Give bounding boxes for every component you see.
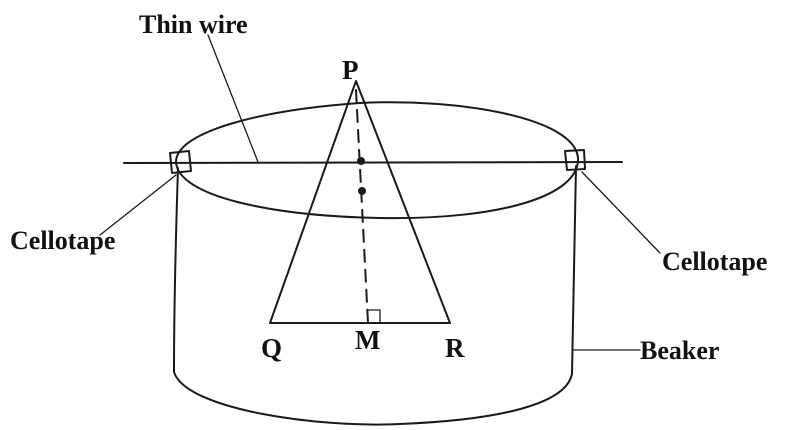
label-vertex-q: Q xyxy=(261,333,282,363)
leader-cellotape-right xyxy=(581,171,661,254)
leader-cellotape-left xyxy=(99,174,177,236)
label-thin-wire: Thin wire xyxy=(139,10,248,39)
label-cellotape-left: Cellotape xyxy=(10,226,115,255)
label-beaker: Beaker xyxy=(640,336,719,365)
median-point-upper xyxy=(357,157,365,165)
cellotape-right-piece xyxy=(564,149,586,171)
median-point-lower xyxy=(358,187,366,195)
label-vertex-r: R xyxy=(445,333,465,363)
beaker-rim xyxy=(175,101,580,220)
beaker-wall-left xyxy=(173,167,179,373)
label-cellotape-right: Cellotape xyxy=(662,247,767,276)
thin-wire xyxy=(123,161,623,164)
beaker-wall-right xyxy=(571,165,577,375)
cellotape-left-piece xyxy=(169,150,192,174)
label-vertex-p: P xyxy=(342,55,359,85)
median-pm xyxy=(355,89,369,324)
label-vertex-m: M xyxy=(355,325,380,355)
leader-thin-wire xyxy=(207,34,259,163)
right-angle-marker xyxy=(367,309,381,324)
triangle-pqr xyxy=(269,80,451,324)
beaker-bottom xyxy=(173,371,573,426)
